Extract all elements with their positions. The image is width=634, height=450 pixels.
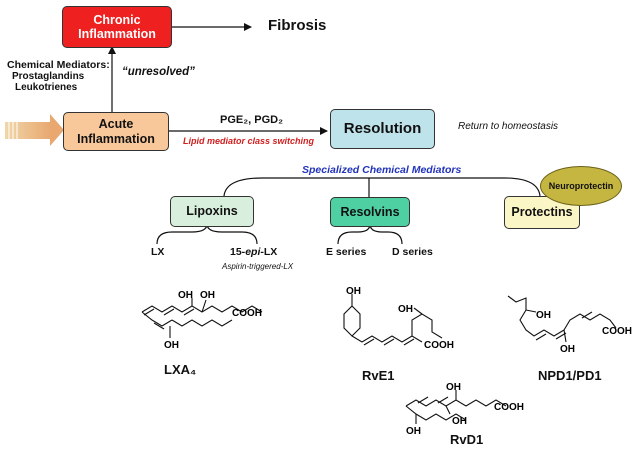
unresolved-label: “unresolved” bbox=[122, 66, 195, 78]
epi-lx-suffix: -LX bbox=[260, 246, 278, 258]
npd1-structure: OH OH COOH bbox=[507, 295, 632, 355]
lipoxins-label: Lipoxins bbox=[186, 204, 238, 219]
mediators-title: Chemical Mediators: bbox=[7, 59, 110, 71]
protectins-label: Protectins bbox=[511, 205, 573, 220]
resolvins-label: Resolvins bbox=[340, 204, 400, 219]
npd1-oh-1: OH bbox=[536, 310, 551, 321]
chronic-inflammation-label: Chronic Inflammation bbox=[78, 12, 156, 41]
mediators-item-1: Prostaglandins bbox=[12, 71, 85, 82]
lipoxins-branch bbox=[156, 223, 258, 245]
rvd1-structure: OH OH COOH OH bbox=[405, 382, 524, 437]
rvd1-oh-2: OH bbox=[452, 416, 467, 427]
resolvins-branch bbox=[337, 223, 403, 245]
input-arrow bbox=[5, 114, 64, 146]
lxa4-structure: OH OH COOH OH bbox=[141, 290, 263, 351]
rvd1-oh-3: OH bbox=[406, 426, 421, 437]
lx-label: LX bbox=[151, 246, 165, 258]
aspirin-triggered-label: Aspirin-triggered-LX bbox=[222, 262, 294, 271]
npd1-oh-2: OH bbox=[560, 344, 575, 355]
specialized-arc bbox=[223, 177, 541, 197]
lxa4-oh-2: OH bbox=[200, 290, 215, 301]
resolution-label: Resolution bbox=[343, 120, 422, 138]
lxa4-name: LXA₄ bbox=[164, 362, 197, 377]
chronic-inflammation-box: Chronic Inflammation bbox=[62, 6, 172, 48]
rvd1-oh-1: OH bbox=[446, 382, 461, 393]
rvd1-cooh: COOH bbox=[494, 402, 524, 413]
epi-lx-epi: epi bbox=[245, 246, 261, 258]
neuroprotectin-label: Neuroprotectin bbox=[548, 180, 614, 191]
resolution-box: Resolution bbox=[330, 109, 435, 149]
lxa4-oh-3: OH bbox=[164, 340, 179, 351]
acute-inflammation-label: Acute Inflammation bbox=[77, 117, 155, 146]
homeostasis-label: Return to homeostasis bbox=[458, 121, 559, 132]
fibrosis-label: Fibrosis bbox=[268, 17, 327, 34]
rve1-structure: OH OH COOH bbox=[343, 286, 454, 351]
rvd1-name: RvD1 bbox=[450, 432, 484, 447]
lipoxins-box: Lipoxins bbox=[170, 196, 254, 227]
rve1-oh-1: OH bbox=[346, 286, 361, 297]
pge-pgd-label: PGE₂, PGD₂ bbox=[220, 114, 283, 126]
resolvins-box: Resolvins bbox=[330, 197, 410, 227]
npd1-name: NPD1/PD1 bbox=[538, 368, 602, 383]
npd1-cooh: COOH bbox=[602, 326, 632, 337]
rve1-name: RvE1 bbox=[362, 368, 395, 383]
specialized-mediators-label: Specialized Chemical Mediators bbox=[302, 164, 462, 176]
lxa4-oh-1: OH bbox=[178, 290, 193, 301]
e-series-label: E series bbox=[326, 246, 367, 258]
mediators-item-2: Leukotrienes bbox=[15, 82, 78, 93]
lxa4-cooh: COOH bbox=[232, 308, 262, 319]
d-series-label: D series bbox=[392, 246, 433, 258]
rve1-oh-2: OH bbox=[398, 304, 413, 315]
epi-lx-label: 15-epi-LX bbox=[230, 246, 277, 258]
neuroprotectin-ellipse: Neuroprotectin bbox=[540, 166, 622, 206]
rve1-cooh: COOH bbox=[424, 340, 454, 351]
class-switching-label: Lipid mediator class switching bbox=[183, 136, 315, 146]
acute-inflammation-box: Acute Inflammation bbox=[63, 112, 169, 151]
epi-lx-prefix: 15- bbox=[230, 246, 246, 258]
